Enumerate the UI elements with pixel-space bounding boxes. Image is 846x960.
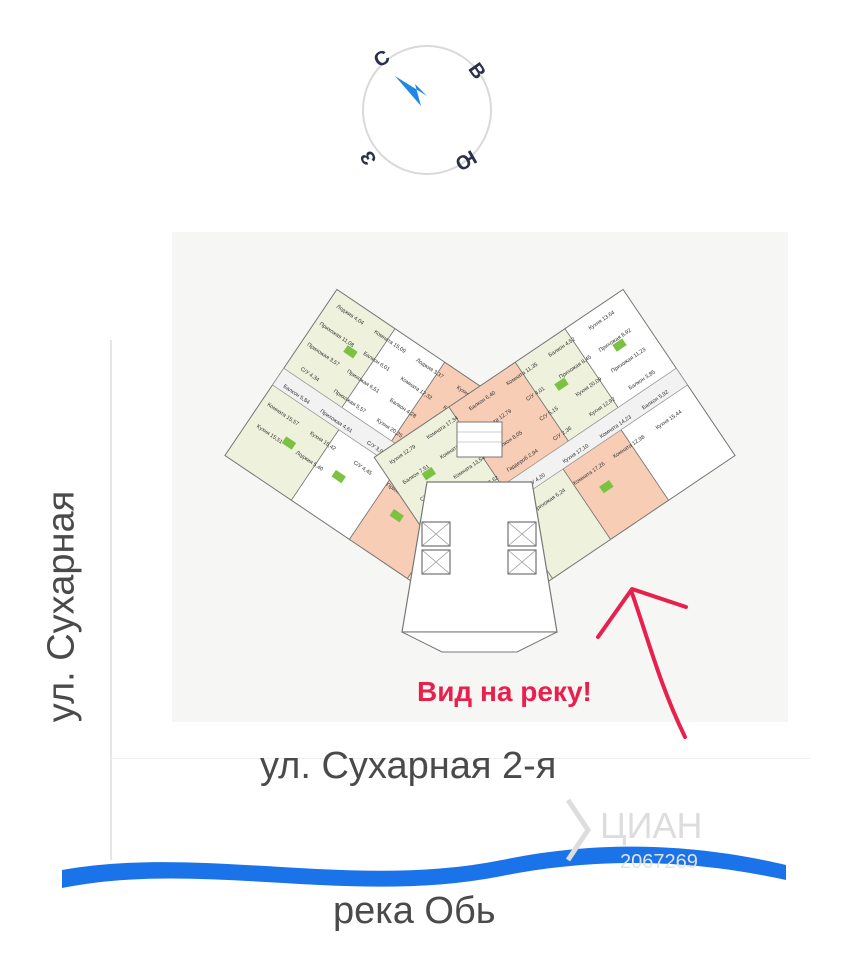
river-obj: [62, 846, 786, 888]
river-view-annotation: Вид на реку!: [417, 676, 592, 707]
street-left-edge: [110, 340, 112, 860]
watermark-text: ЦИАН: [600, 805, 703, 846]
compass-ring: [362, 45, 492, 175]
compass: С В Ю З: [356, 40, 497, 180]
arrow-up-icon: [596, 587, 688, 739]
cian-watermark: ЦИАН 2067269: [560, 790, 790, 880]
street-left-label: ул. Сухарная: [41, 480, 86, 750]
street-bottom-edge: [110, 758, 810, 759]
street-left-text: ул. Сухарная: [40, 490, 83, 723]
watermark-number: 2067269: [620, 851, 698, 873]
central-core: [401, 421, 558, 653]
street-bottom-label: ул. Сухарная 2-я: [260, 745, 557, 787]
cian-logo-icon: ЦИАН 2067269: [565, 798, 703, 873]
north-pointer-icon: [395, 76, 427, 106]
river-label: река Обь: [333, 890, 496, 932]
